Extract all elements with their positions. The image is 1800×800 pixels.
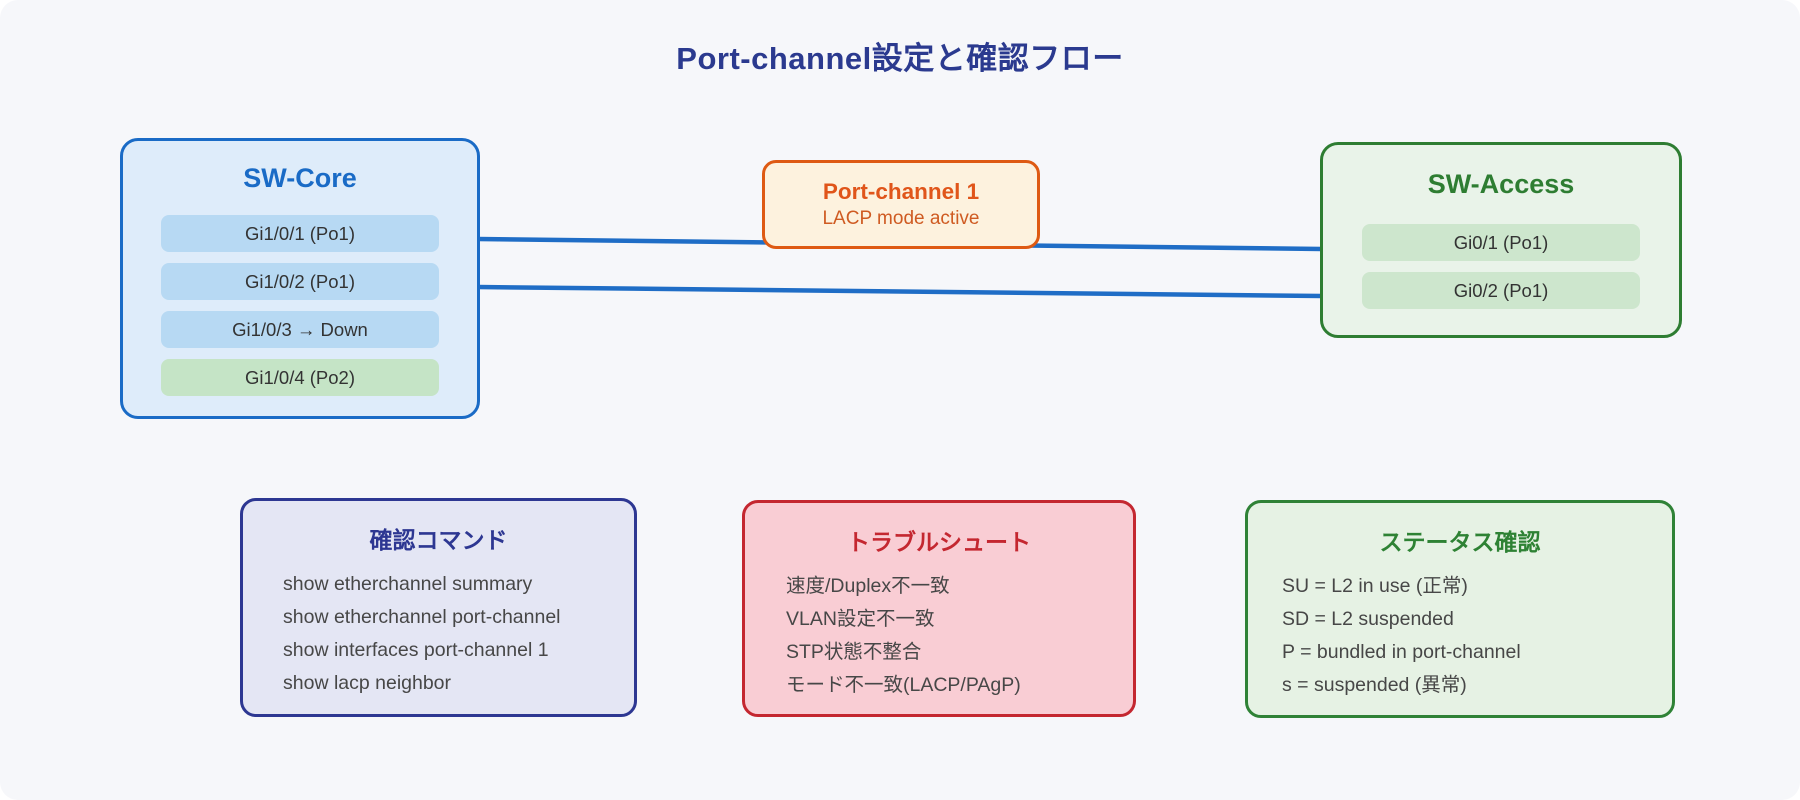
status-box: ステータス確認 SU = L2 in use (正常) SD = L2 susp… — [1245, 500, 1675, 718]
command-item: show lacp neighbor — [283, 672, 452, 694]
troubleshoot-item: STP状態不整合 — [786, 641, 922, 663]
sw-core-title: SW-Core — [243, 163, 357, 193]
link-line-2 — [477, 284, 1323, 299]
page-title: Port-channel設定と確認フロー — [676, 41, 1124, 76]
port-channel-node: Port-channel 1 LACP mode active — [762, 160, 1040, 249]
troubleshoot-box-title: トラブルシュート — [847, 529, 1031, 555]
troubleshoot-item: モード不一致(LACP/PAgP) — [786, 674, 1021, 696]
port-chip-gi1-0-3: Gi1/0/3 → Down — [161, 311, 439, 348]
troubleshoot-box: トラブルシュート 速度/Duplex不一致 VLAN設定不一致 STP状態不整合… — [742, 500, 1136, 717]
command-item: show etherchannel port-channel — [283, 606, 561, 628]
port-chip-gi1-0-2: Gi1/0/2 (Po1) — [161, 263, 439, 300]
sw-access-port-list: Gi0/1 (Po1) Gi0/2 (Po1) — [1323, 224, 1679, 309]
status-item: SU = L2 in use (正常) — [1282, 575, 1468, 597]
port-chip-gi0-2: Gi0/2 (Po1) — [1362, 272, 1640, 309]
port-chip-gi0-1: Gi0/1 (Po1) — [1362, 224, 1640, 261]
port-chip-gi1-0-4: Gi1/0/4 (Po2) — [161, 359, 439, 396]
port-channel-subtitle: LACP mode active — [822, 208, 980, 229]
sw-access-node: SW-Access Gi0/1 (Po1) Gi0/2 (Po1) — [1320, 142, 1682, 338]
commands-box-items: show etherchannel summary show etherchan… — [243, 568, 634, 700]
status-box-items: SU = L2 in use (正常) SD = L2 suspended P … — [1248, 570, 1672, 702]
troubleshoot-item: 速度/Duplex不一致 — [786, 575, 950, 597]
troubleshoot-box-items: 速度/Duplex不一致 VLAN設定不一致 STP状態不整合 モード不一致(L… — [745, 570, 1133, 702]
commands-box: 確認コマンド show etherchannel summary show et… — [240, 498, 637, 717]
status-box-title: ステータス確認 — [1379, 529, 1541, 555]
status-item: P = bundled in port-channel — [1282, 641, 1521, 663]
command-item: show etherchannel summary — [283, 573, 533, 595]
sw-access-title: SW-Access — [1427, 169, 1575, 199]
sw-core-port-list: Gi1/0/1 (Po1) Gi1/0/2 (Po1) Gi1/0/3 → Do… — [123, 215, 477, 396]
commands-box-title: 確認コマンド — [369, 527, 508, 553]
port-channel-title: Port-channel 1 — [822, 179, 980, 204]
command-item: show interfaces port-channel 1 — [283, 639, 549, 661]
sw-core-node: SW-Core Gi1/0/1 (Po1) Gi1/0/2 (Po1) Gi1/… — [120, 138, 480, 419]
status-item: SD = L2 suspended — [1282, 608, 1454, 630]
status-item: s = suspended (異常) — [1282, 674, 1467, 696]
troubleshoot-item: VLAN設定不一致 — [786, 608, 935, 630]
port-chip-gi1-0-1: Gi1/0/1 (Po1) — [161, 215, 439, 252]
